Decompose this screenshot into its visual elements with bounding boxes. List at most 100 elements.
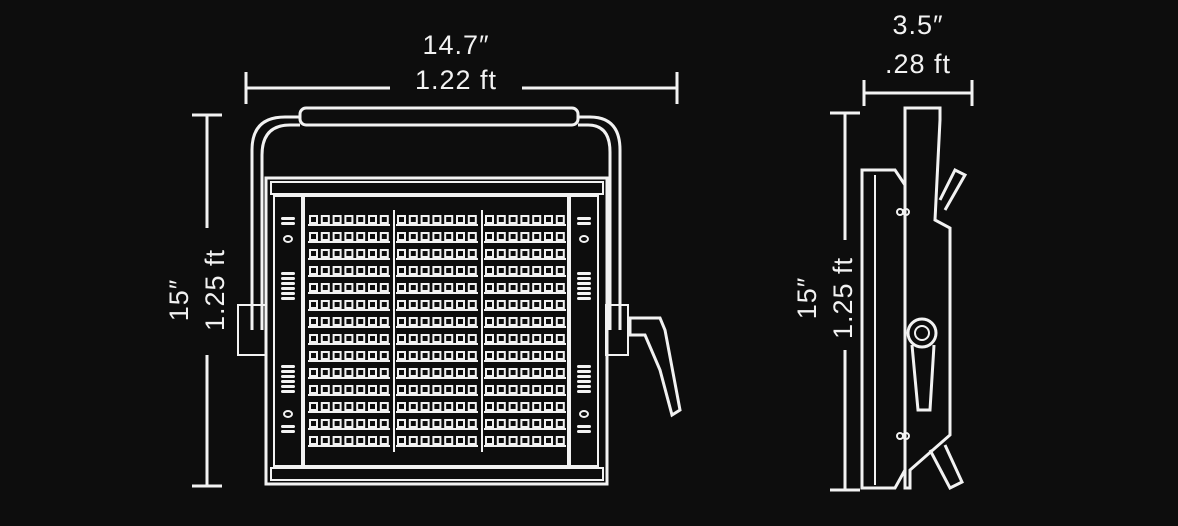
led <box>532 385 542 394</box>
led <box>344 368 354 377</box>
led <box>496 300 506 309</box>
led <box>309 334 318 343</box>
led <box>408 385 418 394</box>
led <box>309 232 318 241</box>
led <box>379 385 389 394</box>
led <box>344 317 354 326</box>
led <box>420 266 430 275</box>
front-width-inches: 14.7″ <box>422 30 489 60</box>
side-depth-dimension: 3.5″ .28 ft <box>862 10 974 106</box>
led <box>432 215 442 224</box>
vent-slot <box>281 430 295 433</box>
led <box>532 317 542 326</box>
led <box>368 249 377 258</box>
led <box>467 351 477 360</box>
led <box>408 334 418 343</box>
led <box>544 419 553 428</box>
side-view-light <box>860 106 968 490</box>
led <box>432 402 442 411</box>
led <box>532 300 542 309</box>
led <box>456 402 465 411</box>
side-depth-inches: 3.5″ <box>892 10 943 40</box>
led <box>309 317 318 326</box>
led <box>344 385 354 394</box>
led <box>544 249 553 258</box>
led <box>420 385 430 394</box>
led <box>496 232 506 241</box>
vent-slot <box>577 292 591 295</box>
led <box>420 436 430 445</box>
led <box>432 436 442 445</box>
led <box>368 351 377 360</box>
led <box>356 385 366 394</box>
side-height-dimension: 15″ 1.25 ft <box>792 111 860 492</box>
led <box>408 300 418 309</box>
led <box>555 283 565 292</box>
led <box>555 368 565 377</box>
led <box>379 215 389 224</box>
led <box>456 232 465 241</box>
led <box>320 402 330 411</box>
led <box>532 351 542 360</box>
led <box>368 402 377 411</box>
led <box>467 419 477 428</box>
led <box>496 317 506 326</box>
led <box>520 419 530 428</box>
led <box>456 436 465 445</box>
vent-slot <box>577 272 591 275</box>
led <box>467 317 477 326</box>
led <box>408 402 418 411</box>
led <box>532 402 542 411</box>
led <box>397 419 406 428</box>
vent-slot <box>577 282 591 285</box>
led <box>420 368 430 377</box>
led <box>332 368 342 377</box>
led <box>456 215 465 224</box>
left-yoke-knob <box>237 304 267 356</box>
led <box>397 385 406 394</box>
led <box>309 368 318 377</box>
led <box>332 402 342 411</box>
vent-slot <box>281 385 295 388</box>
led <box>508 300 518 309</box>
led <box>320 215 330 224</box>
led <box>344 215 354 224</box>
mount-hole <box>283 235 293 243</box>
vent-slot <box>281 277 295 280</box>
led <box>555 300 565 309</box>
led <box>444 249 454 258</box>
front-view-light <box>237 106 682 486</box>
led <box>320 351 330 360</box>
vent-slot <box>577 430 591 433</box>
led <box>467 300 477 309</box>
led <box>356 402 366 411</box>
vent-slot <box>281 217 295 220</box>
led <box>397 232 406 241</box>
led <box>485 419 494 428</box>
led <box>332 419 342 428</box>
led <box>520 249 530 258</box>
vent-slot <box>577 297 591 300</box>
led <box>368 317 377 326</box>
front-width-feet: 1.22 ft <box>415 65 497 95</box>
led <box>397 436 406 445</box>
side-depth-feet: .28 ft <box>885 49 951 79</box>
led <box>444 215 454 224</box>
led <box>508 402 518 411</box>
led <box>444 300 454 309</box>
led <box>309 436 318 445</box>
led <box>485 351 494 360</box>
led <box>332 249 342 258</box>
led <box>544 368 553 377</box>
led <box>485 436 494 445</box>
led <box>456 249 465 258</box>
led <box>456 317 465 326</box>
vent-slot <box>577 370 591 373</box>
led <box>344 300 354 309</box>
led <box>520 317 530 326</box>
vent-slot <box>577 385 591 388</box>
led <box>356 334 366 343</box>
led <box>356 232 366 241</box>
led <box>544 385 553 394</box>
led <box>368 385 377 394</box>
